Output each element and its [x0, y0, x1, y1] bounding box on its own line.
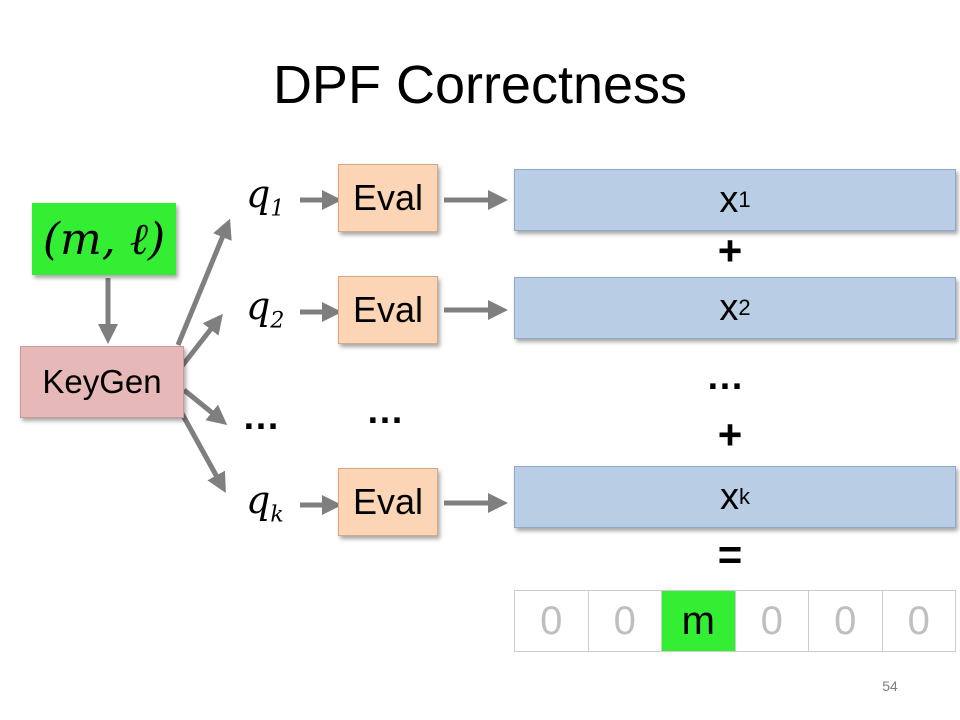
- share-x2-sub: 2: [738, 295, 751, 320]
- keygen-label: KeyGen: [42, 363, 162, 400]
- query-q1: q1: [246, 172, 284, 222]
- page-number: 54: [882, 678, 898, 694]
- keygen-box: KeyGen: [20, 346, 184, 418]
- arrow-keygen-to-dots: [182, 388, 228, 426]
- share-xk-letter: x: [720, 475, 739, 518]
- arrow-keygen-to-q1: [175, 218, 232, 346]
- query-q2-letter: q: [246, 284, 271, 328]
- query-qk: qk: [246, 478, 284, 528]
- result-cell-1: 0: [515, 591, 589, 651]
- query-ellipsis: …: [242, 396, 282, 438]
- eval-ellipsis: …: [366, 390, 406, 432]
- query-qk-sub: k: [270, 502, 284, 528]
- result-cell-6: 0: [907, 598, 930, 643]
- arrow-keygen-to-qk: [177, 408, 226, 494]
- eval-box-k: Eval: [338, 468, 438, 536]
- query-q1-sub: 1: [270, 196, 285, 222]
- query-q2-sub: 2: [270, 308, 285, 334]
- share-ellipsis: …: [706, 356, 746, 398]
- equals-sign: =: [717, 531, 743, 578]
- query-q1-letter: q: [246, 172, 271, 216]
- query-q2: q2: [246, 284, 284, 334]
- eval-label-k: Eval: [352, 481, 424, 522]
- arrow-keygen-to-q2: [180, 313, 223, 368]
- input-pair-label: (m, ℓ): [42, 213, 166, 265]
- plus-sign-1: +: [717, 227, 743, 274]
- slide-title: DPF Correctness: [272, 55, 688, 115]
- share-x1-letter: x: [719, 178, 739, 221]
- eval-label-2: Eval: [352, 289, 424, 330]
- result-cell-2: 0: [589, 591, 662, 651]
- result-cell-4: 0: [736, 591, 809, 651]
- eval-box-1: Eval: [338, 164, 438, 232]
- query-qk-letter: q: [246, 478, 271, 522]
- share-x1-sub: 1: [738, 187, 751, 212]
- eval-label-1: Eval: [352, 177, 424, 218]
- result-cell-5: 0: [809, 591, 883, 651]
- result-vector: 0 0 m 0 0 0: [514, 590, 956, 652]
- result-cell-3: m: [662, 591, 736, 651]
- input-pair-box: (m, ℓ): [32, 203, 176, 275]
- eval-box-2: Eval: [338, 276, 438, 344]
- plus-sign-2: +: [717, 411, 743, 458]
- share-xk-sub: k: [739, 484, 750, 509]
- share-x2-letter: x: [719, 286, 739, 329]
